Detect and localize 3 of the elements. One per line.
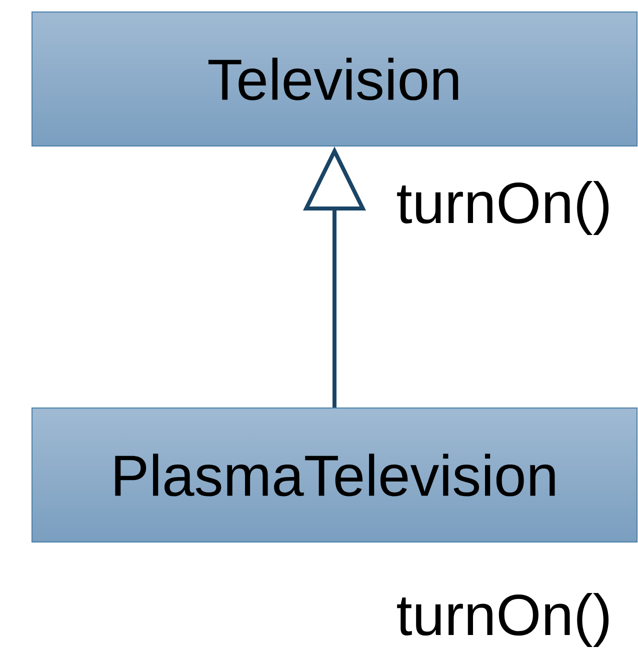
- class-box: PlasmaTelevision: [32, 408, 638, 542]
- class-box: Television: [32, 12, 638, 146]
- method-label: turnOn(): [397, 180, 609, 236]
